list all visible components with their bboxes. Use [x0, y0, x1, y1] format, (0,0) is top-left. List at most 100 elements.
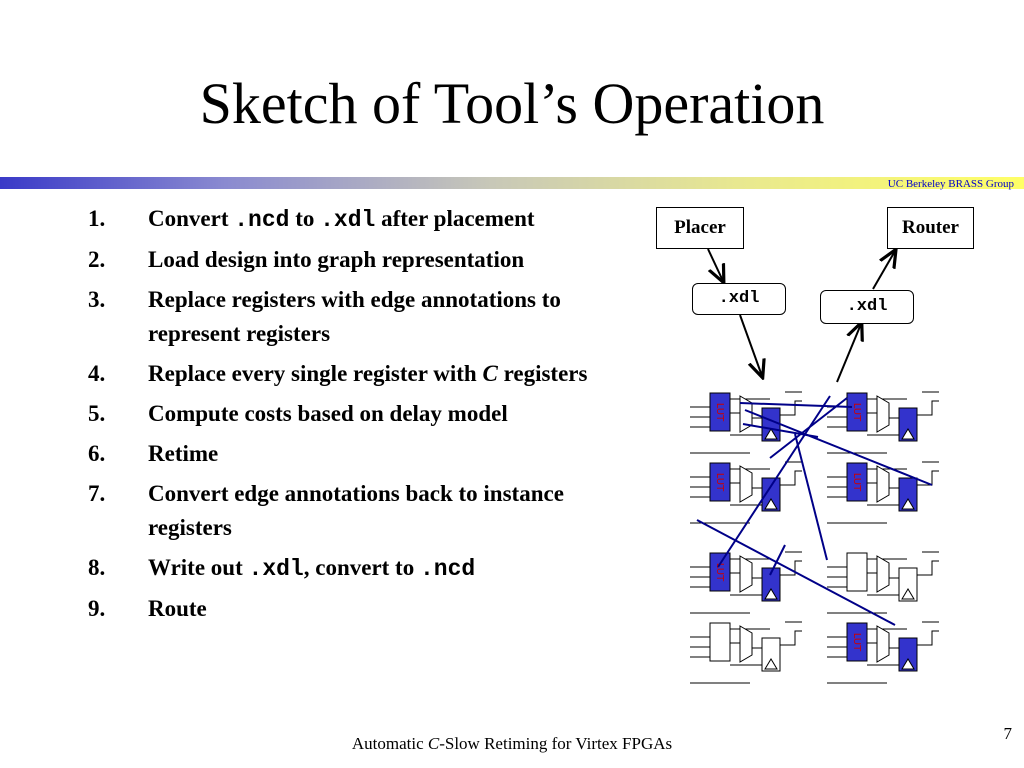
step-text: , convert to — [303, 555, 420, 580]
step-item: 6. Retime — [88, 437, 648, 471]
step-text: Compute costs based on delay model — [148, 401, 508, 426]
flip-flop — [898, 477, 918, 512]
mux-shape — [739, 465, 753, 503]
clock-triangle — [901, 658, 915, 670]
mux-shape — [739, 555, 753, 593]
step-item: 4. Replace every single register with C r… — [88, 357, 648, 391]
clock-triangle — [764, 498, 778, 510]
design-to-xdl-arrow — [836, 324, 861, 383]
clock-triangle — [764, 428, 778, 440]
step-number: 6. — [88, 441, 106, 466]
routing-wire — [742, 423, 819, 438]
step-number: 8. — [88, 555, 106, 580]
clock-triangle — [901, 498, 915, 510]
lut-label: LUT — [851, 403, 862, 422]
lut-label: LUT — [851, 633, 862, 652]
step-number: 7. — [88, 481, 106, 506]
step-text: Load design into graph representation — [148, 247, 525, 272]
step-item: 3.Replace registers with edge annotation… — [88, 283, 648, 351]
lut-label: LUT — [851, 473, 862, 492]
flip-flop — [761, 567, 781, 602]
step-text: Route — [148, 596, 207, 621]
xdl-to-router-arrow — [872, 251, 895, 290]
step-text: C — [482, 361, 498, 386]
cell-wire — [909, 560, 939, 576]
placer-to-xdl-arrow — [707, 248, 723, 281]
step-item: 1. Convert .ncd to .xdl after placement — [88, 202, 648, 237]
clock-triangle — [901, 428, 915, 440]
step-item: 7. Convert edge annotations back to insta… — [88, 477, 648, 545]
xdl-to-design-arrow — [739, 314, 762, 376]
flip-flop — [898, 637, 918, 672]
flip-flop — [898, 567, 918, 602]
step-number: 4. — [88, 361, 106, 386]
slide-title: Sketch of Tool’s Operation — [199, 71, 825, 136]
routing-wire — [739, 402, 853, 408]
routing-wire — [717, 395, 831, 568]
step-text: Replace every single register with — [148, 361, 483, 386]
title-divider-bar — [0, 177, 1024, 189]
step-text: Retime — [148, 441, 219, 466]
lut-block — [846, 622, 868, 662]
step-text: after placement — [375, 206, 535, 231]
xdl-input-file: .xdl — [692, 283, 786, 315]
step-text: .xdl — [320, 207, 376, 233]
lut-block — [709, 622, 731, 662]
step-number: 5. — [88, 401, 106, 426]
step-text: to — [289, 206, 321, 231]
routing-wire — [696, 519, 896, 626]
cell-wire — [772, 400, 802, 416]
step-text: Write out — [148, 555, 249, 580]
lut-label: LUT — [714, 563, 725, 582]
mux-shape — [739, 625, 753, 663]
step-text: .ncd — [234, 207, 290, 233]
clock-triangle — [764, 588, 778, 600]
step-item: 2.Load design into graph representation — [88, 243, 648, 277]
cell-wire — [909, 400, 939, 416]
lut-label: LUT — [714, 403, 725, 422]
step-text: Convert — [148, 206, 235, 231]
xdl-output-file: .xdl — [820, 290, 914, 324]
cell-wire — [909, 470, 939, 486]
step-text: Convert edge annotations back to instanc… — [148, 481, 564, 540]
cell-wire — [772, 560, 802, 576]
lut-block — [709, 392, 731, 432]
lut-block — [709, 462, 731, 502]
mux-shape — [739, 395, 753, 433]
routing-wire — [744, 409, 933, 486]
footer-caption: Automatic C-Slow Retiming for Virtex FPG… — [0, 734, 1024, 754]
flip-flop — [898, 407, 918, 442]
step-text: Replace registers with edge annotations … — [148, 287, 561, 346]
routing-wire — [794, 433, 828, 561]
cell-wire — [772, 630, 802, 646]
step-item: 8. Write out .xdl, convert to .ncd — [88, 551, 648, 586]
page-number: 7 — [1003, 724, 1013, 743]
mux-shape — [876, 625, 890, 663]
routing-wire — [769, 544, 786, 576]
footer-text-start: Automatic — [351, 734, 428, 753]
footer-text-italic: C — [427, 734, 440, 753]
clock-triangle — [901, 588, 915, 600]
cell-wire — [772, 470, 802, 486]
router-box: Router — [887, 207, 974, 249]
step-text: .ncd — [419, 556, 476, 582]
step-number: 1. — [88, 206, 106, 231]
step-item: 9. Route — [88, 592, 648, 626]
flip-flop — [761, 637, 781, 672]
footer-text-end: -Slow Retiming for Virtex FPGAs — [439, 734, 673, 753]
lut-label: LUT — [714, 473, 725, 492]
lut-block — [846, 552, 868, 592]
lut-block — [709, 552, 731, 592]
mux-shape — [876, 555, 890, 593]
step-item: 5. Compute costs based on delay model — [88, 397, 648, 431]
step-text: registers — [497, 361, 588, 386]
flip-flop — [761, 477, 781, 512]
lut-block — [846, 392, 868, 432]
step-number: 9. — [88, 596, 106, 621]
step-text: .xdl — [248, 556, 304, 582]
mux-shape — [876, 395, 890, 433]
lut-block — [846, 462, 868, 502]
org-label: UC Berkeley BRASS Group — [887, 178, 1014, 190]
mux-shape — [876, 465, 890, 503]
